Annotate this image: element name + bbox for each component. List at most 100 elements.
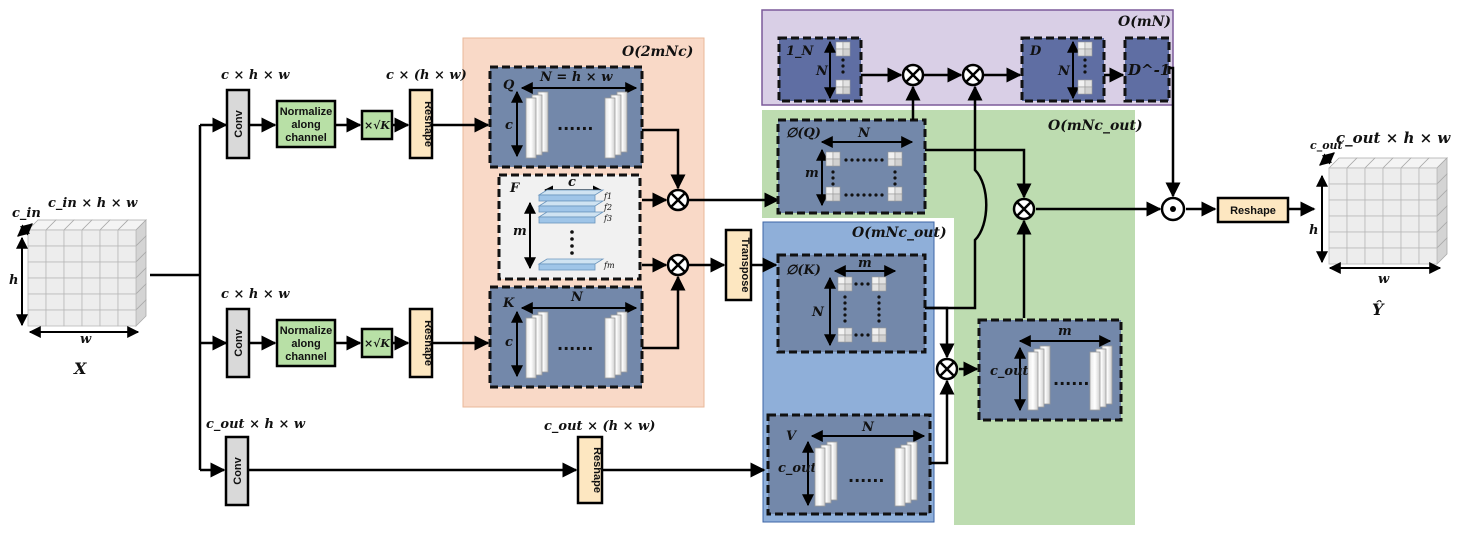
mini-cube: [842, 79, 851, 88]
cube-cell: [45, 277, 65, 295]
cube-cell: [99, 293, 119, 311]
tensor-phi-q-height: m: [805, 166, 819, 181]
f-plate: [537, 200, 605, 207]
q-branch: c × h × w Conv Normalize along channel ×…: [221, 68, 490, 160]
tensor-ones-name: 1_N: [786, 44, 815, 59]
k-branch: c × h × w Conv Normalize along channel ×…: [221, 287, 490, 379]
mini-cube: [825, 158, 834, 167]
dot: [831, 176, 835, 180]
cube-cell: [117, 309, 137, 327]
mini-cube: [842, 48, 851, 57]
cube-cell: [81, 245, 101, 263]
f-plate: [538, 263, 596, 271]
tensor-d-name: D: [1029, 44, 1042, 59]
multiply-op-k: [666, 253, 690, 277]
slab: [604, 97, 616, 159]
cube-cell: [1382, 231, 1402, 249]
tensor-q-width: N = h × w: [539, 70, 613, 85]
cube-cell: [81, 293, 101, 311]
mini-cube: [842, 41, 851, 50]
mini-cube: [1077, 41, 1086, 50]
dot: [874, 158, 878, 162]
tensor-v-dots: ......: [848, 467, 884, 486]
cube-cell: [27, 293, 47, 311]
mini-cube: [837, 327, 846, 336]
cube-cell: [27, 229, 47, 247]
dot: [866, 282, 870, 286]
cube-cell: [1328, 247, 1348, 265]
mini-cube: [832, 151, 841, 160]
dot: [831, 170, 835, 174]
dot: [877, 319, 881, 323]
cube-cell: [1400, 247, 1420, 265]
cube-cell: [81, 309, 101, 327]
tensor-q-dots: ......: [557, 115, 593, 134]
cube-cell: [27, 261, 47, 279]
tensor-f-row4: fm: [603, 261, 615, 270]
v-branch-dims: c_out × h × w: [206, 417, 306, 432]
mini-cube: [1077, 86, 1086, 95]
cube-cell: [63, 277, 83, 295]
tensor-dinv: D^-1: [1123, 36, 1171, 103]
mini-cube: [871, 283, 880, 292]
mini-cube: [1077, 79, 1086, 88]
dot: [893, 176, 897, 180]
dot: [843, 313, 847, 317]
input-c-label: c_in: [12, 206, 41, 221]
mini-cube: [894, 158, 903, 167]
cube-cell: [99, 309, 119, 327]
dot: [866, 333, 870, 337]
cube-cell: [1382, 167, 1402, 185]
cube-cell: [1346, 199, 1366, 217]
cube-cell: [117, 293, 137, 311]
slab: [1089, 351, 1101, 411]
q-conv-label: Conv: [233, 109, 245, 137]
v-conv-label: Conv: [232, 456, 244, 484]
dot: [868, 158, 872, 162]
tensor-k-height: c: [505, 335, 513, 350]
input-w-label: w: [80, 332, 92, 347]
f-plate: [537, 189, 605, 196]
transpose-box: [724, 228, 753, 302]
tensor-m-width: m: [1058, 324, 1072, 339]
final-reshape-label: Reshape: [1230, 205, 1276, 217]
output-c-label: c_out: [1310, 139, 1343, 153]
region-blue-label: O(mNc_out): [852, 225, 947, 241]
mini-cube: [887, 193, 896, 202]
dot: [854, 282, 858, 286]
mini-cube: [871, 334, 880, 343]
k-scale-label: ×√K: [364, 337, 390, 350]
mini-cube: [832, 158, 841, 167]
tensor-f-width: c: [568, 175, 576, 190]
cube-cell: [1382, 183, 1402, 201]
mini-cube: [835, 41, 844, 50]
tensor-v-name: V: [786, 429, 798, 444]
dot: [843, 301, 847, 305]
dot: [844, 158, 848, 162]
cube-cell: [1418, 247, 1438, 265]
mini-cube: [887, 151, 896, 160]
tensor-k-name: K: [502, 296, 515, 311]
cube-cell: [1328, 183, 1348, 201]
cube-cell: [1418, 231, 1438, 249]
dot: [874, 193, 878, 197]
cube-cell: [45, 261, 65, 279]
output-tensor: c_out × h × w c_out h w Ŷ: [1309, 129, 1451, 319]
mini-cube: [825, 151, 834, 160]
mini-cube: [887, 158, 896, 167]
dot: [1083, 64, 1087, 68]
cube-cell: [99, 277, 119, 295]
cube-cell: [117, 245, 137, 263]
tensor-phi-q-name: ∅(Q): [786, 126, 821, 141]
dot: [856, 158, 860, 162]
cube-cell: [63, 229, 83, 247]
mini-cube: [844, 283, 853, 292]
tensor-phi-k-height: N: [811, 305, 825, 320]
mini-cube: [1084, 79, 1093, 88]
tensor-f-name: F: [509, 181, 520, 196]
cube-cell: [1382, 199, 1402, 217]
cube-cell: [1382, 215, 1402, 233]
mini-cube: [832, 186, 841, 195]
f-plate: [538, 216, 596, 224]
tensor-v-width: N: [861, 420, 875, 435]
